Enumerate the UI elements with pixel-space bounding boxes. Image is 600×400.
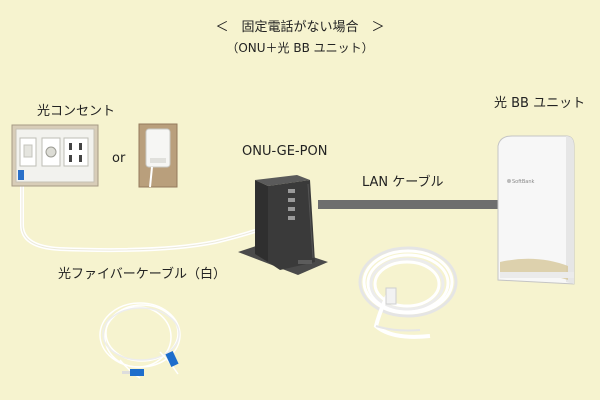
optical-outlet-small-photo [138, 123, 178, 188]
onu-device [238, 175, 328, 275]
bb-unit-brand-text: SoftBank [512, 179, 535, 185]
fiber-cable-label: 光ファイバーケーブル（白） [58, 267, 226, 282]
optical-outlet-photo [11, 124, 99, 187]
outlet-label: 光コンセント [37, 104, 116, 119]
or-label: or [112, 151, 126, 166]
onu-label: ONU-GE-PON [242, 144, 328, 159]
bb-unit-label: 光 BB ユニット [494, 96, 586, 111]
lan-cable-label: LAN ケーブル [362, 175, 444, 190]
optical-bb-unit: SoftBank [497, 135, 575, 285]
diagram-subtitle: （ONU＋光 BB ユニット） [226, 41, 374, 55]
fiber-cable-coil-photo [99, 302, 181, 379]
lan-connection-line [318, 200, 500, 209]
diagram-title: ＜ 固定電話がない場合 ＞ [215, 20, 385, 35]
lan-cable-coil-photo [358, 246, 458, 339]
